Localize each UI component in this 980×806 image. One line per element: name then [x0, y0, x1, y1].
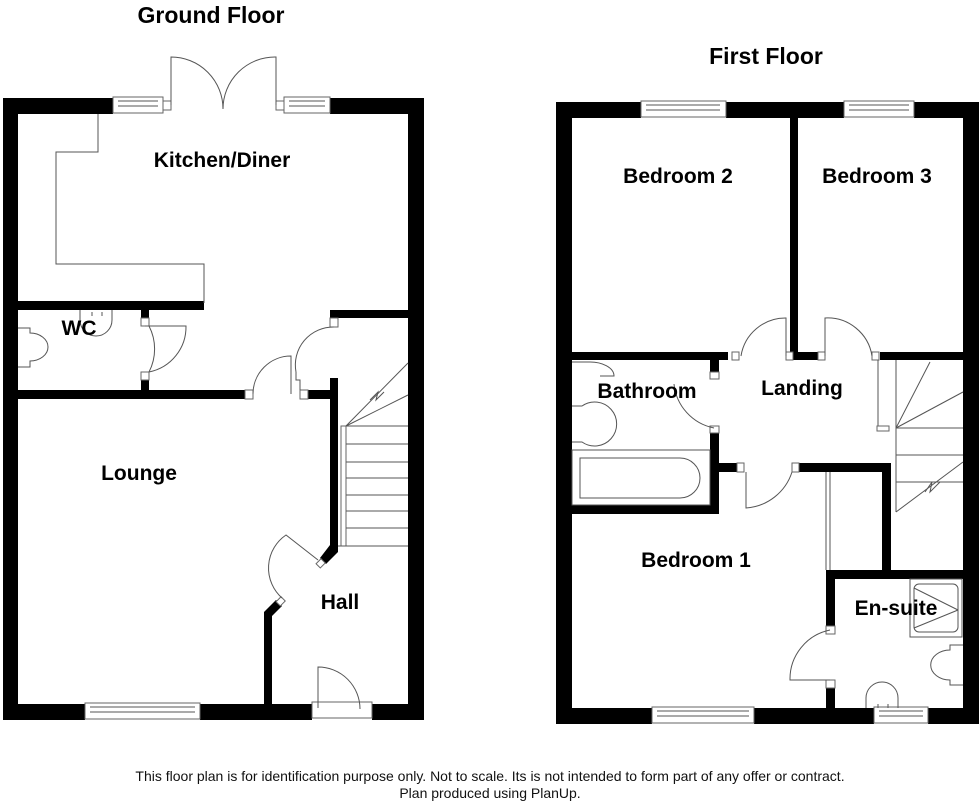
disclaimer-line-1: This floor plan is for identification pu…	[135, 768, 845, 784]
first-floor-walls	[556, 102, 979, 724]
ground-floor-fixtures	[18, 56, 409, 720]
disclaimer: This floor plan is for identification pu…	[0, 768, 980, 802]
room-label-landing: Landing	[761, 377, 843, 400]
room-label-bedroom-3: Bedroom 3	[822, 165, 932, 188]
room-label-kitchen-diner: Kitchen/Diner	[153, 149, 291, 172]
room-label-hall: Hall	[320, 591, 360, 614]
room-label-bedroom-1: Bedroom 1	[641, 549, 751, 572]
room-label-bathroom: Bathroom	[597, 380, 697, 403]
ground-floor-walls	[3, 98, 424, 720]
room-label-en-suite: En-suite	[854, 597, 938, 620]
first-floor-title: First Floor	[709, 43, 823, 69]
room-label-lounge: Lounge	[101, 462, 177, 485]
room-label-bedroom-2: Bedroom 2	[623, 165, 733, 188]
first-floor-fixtures	[571, 100, 964, 724]
disclaimer-line-2: Plan produced using PlanUp.	[399, 785, 581, 801]
ground-floor-title: Ground Floor	[137, 2, 285, 28]
room-label-wc: WC	[61, 317, 97, 340]
